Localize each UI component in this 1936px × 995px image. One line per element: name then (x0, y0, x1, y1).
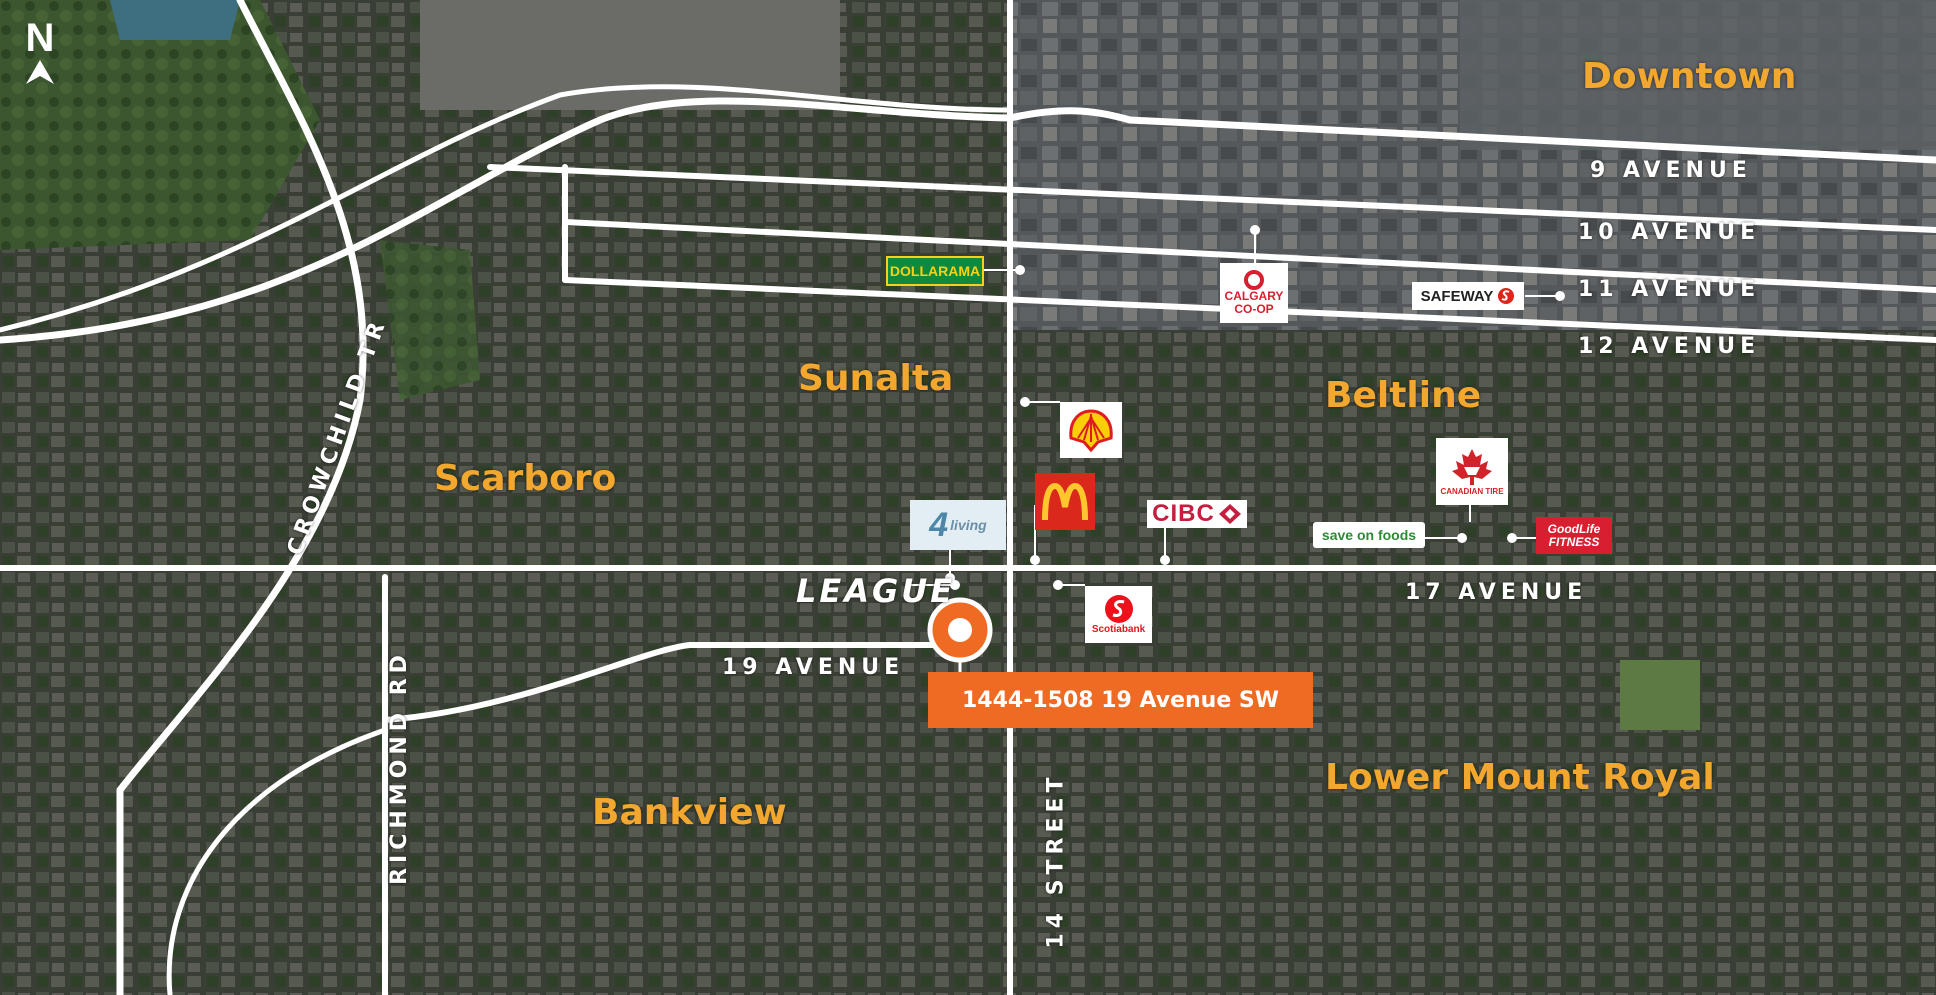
coop-line2: CO-OP (1234, 302, 1274, 316)
maple-leaf-icon (1452, 449, 1492, 485)
coop-c-icon (1244, 270, 1264, 290)
neighbourhood-bankview: Bankview (592, 792, 787, 833)
north-letter: N (25, 16, 55, 60)
goodlife-line2: FITNESS (1548, 534, 1600, 549)
street-label-richmond-rd: RICHMOND RD (386, 650, 412, 885)
neighbourhood-beltline: Beltline (1325, 375, 1482, 416)
north-arrow-icon (26, 60, 54, 84)
four-living-text: living (950, 517, 987, 533)
street-label-14-street: 14 STREET (1043, 772, 1069, 949)
shell-logo (1060, 402, 1122, 458)
goodlife-line1: GoodLife (1547, 521, 1601, 536)
property-address-label: 1444-1508 19 Avenue SW (928, 672, 1313, 728)
mcdonalds-logo (1035, 473, 1095, 530)
coop-line1: CALGARY (1224, 289, 1284, 303)
scotiabank-s-icon (1104, 595, 1133, 623)
league-logo: LEAGUE (796, 572, 956, 610)
street-label-17-avenue: 17 AVENUE (1405, 580, 1588, 605)
street-label-19-avenue: 19 AVENUE (722, 655, 905, 680)
scotiabank-logo: Scotiabank (1085, 586, 1152, 643)
neighbourhood-lower-mount-royal: Lower Mount Royal (1325, 757, 1715, 798)
cibc-logo: CIBC (1147, 500, 1247, 528)
save-on-foods-text: save on foods (1321, 527, 1417, 543)
north-indicator: N (18, 18, 62, 98)
neighbourhood-sunalta: Sunalta (798, 358, 954, 399)
street-label-12-avenue: 12 AVENUE (1578, 334, 1761, 359)
four-living-numeral: 4 (929, 505, 949, 544)
cibc-diamond-icon (1218, 504, 1241, 524)
canadian-tire-logo: CANADIAN TIRE (1436, 438, 1508, 505)
dollarama-logo: DOLLARAMA (886, 256, 984, 286)
street-label-9-avenue: 9 AVENUE (1590, 158, 1752, 183)
safeway-text: SAFEWAY (1420, 287, 1494, 305)
safeway-logo: SAFEWAY (1412, 282, 1524, 310)
canadian-tire-text: CANADIAN TIRE (1440, 487, 1504, 496)
dollarama-text: DOLLARAMA (889, 263, 981, 279)
cibc-text: CIBC (1152, 500, 1215, 527)
four-living-logo: 4 living (910, 500, 1006, 550)
scotiabank-text: Scotiabank (1091, 624, 1146, 635)
neighbourhood-downtown: Downtown (1582, 56, 1797, 97)
mcdonalds-arches-icon (1042, 482, 1088, 520)
street-label-11-avenue: 11 AVENUE (1578, 277, 1761, 302)
shell-icon (1069, 409, 1113, 452)
safeway-s-icon (1498, 288, 1515, 304)
neighbourhood-scarboro: Scarboro (434, 458, 617, 499)
goodlife-fitness-logo: GoodLife FITNESS (1536, 517, 1612, 554)
calgary-coop-logo: CALGARY CO-OP (1220, 263, 1288, 323)
save-on-foods-logo: save on foods (1313, 522, 1425, 548)
street-label-10-avenue: 10 AVENUE (1578, 220, 1761, 245)
